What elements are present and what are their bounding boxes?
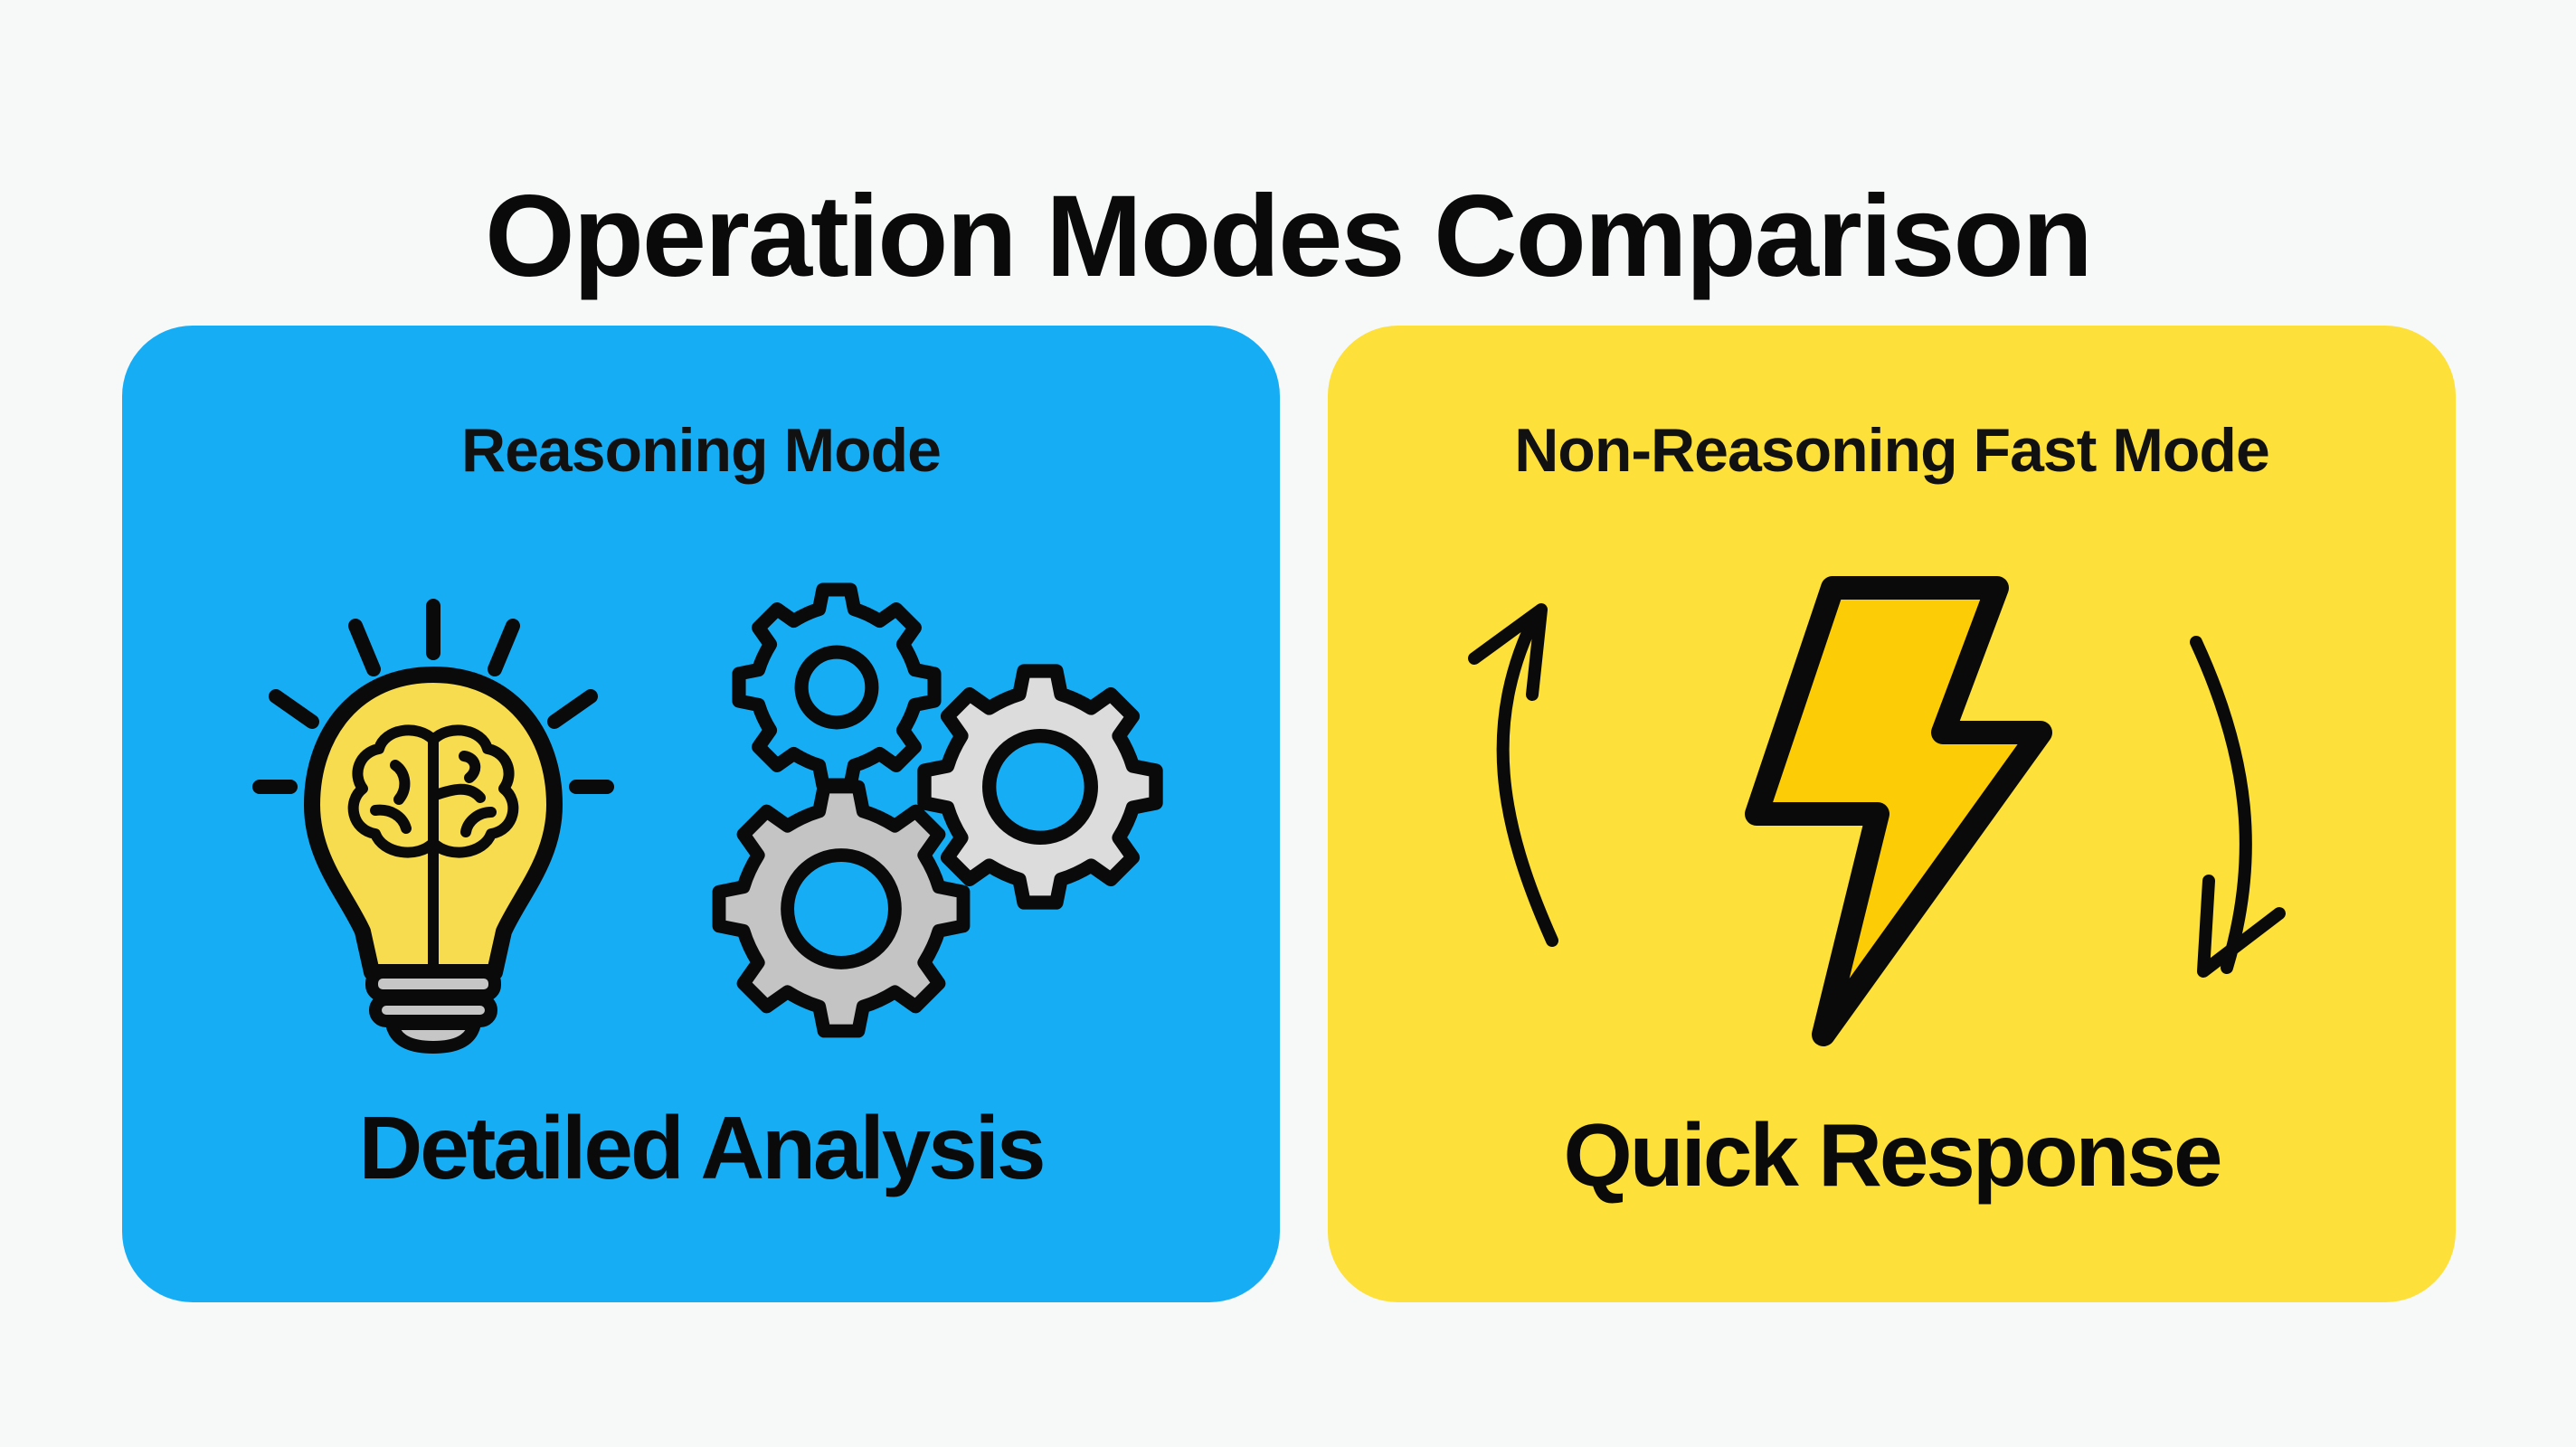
- lightbulb-brain-icon: [240, 588, 638, 1054]
- lightning-bolt-icon: [1726, 572, 2088, 1051]
- fast-mode-card: Non-Reasoning Fast Mode Quick Response: [1328, 326, 2456, 1302]
- card-heading: Non-Reasoning Fast Mode: [1514, 416, 2270, 485]
- curved-arrow-down-icon: [2178, 624, 2314, 986]
- card-label: Detailed Analysis: [358, 1098, 1046, 1197]
- curved-arrow-up-icon: [1454, 597, 1581, 959]
- card-label: Quick Response: [1563, 1105, 2223, 1205]
- card-heading: Reasoning Mode: [460, 416, 942, 485]
- gears-icon: [683, 570, 1153, 1040]
- reasoning-mode-card: Reasoning Mode: [122, 326, 1280, 1302]
- page-title: Operation Modes Comparison: [485, 171, 2093, 301]
